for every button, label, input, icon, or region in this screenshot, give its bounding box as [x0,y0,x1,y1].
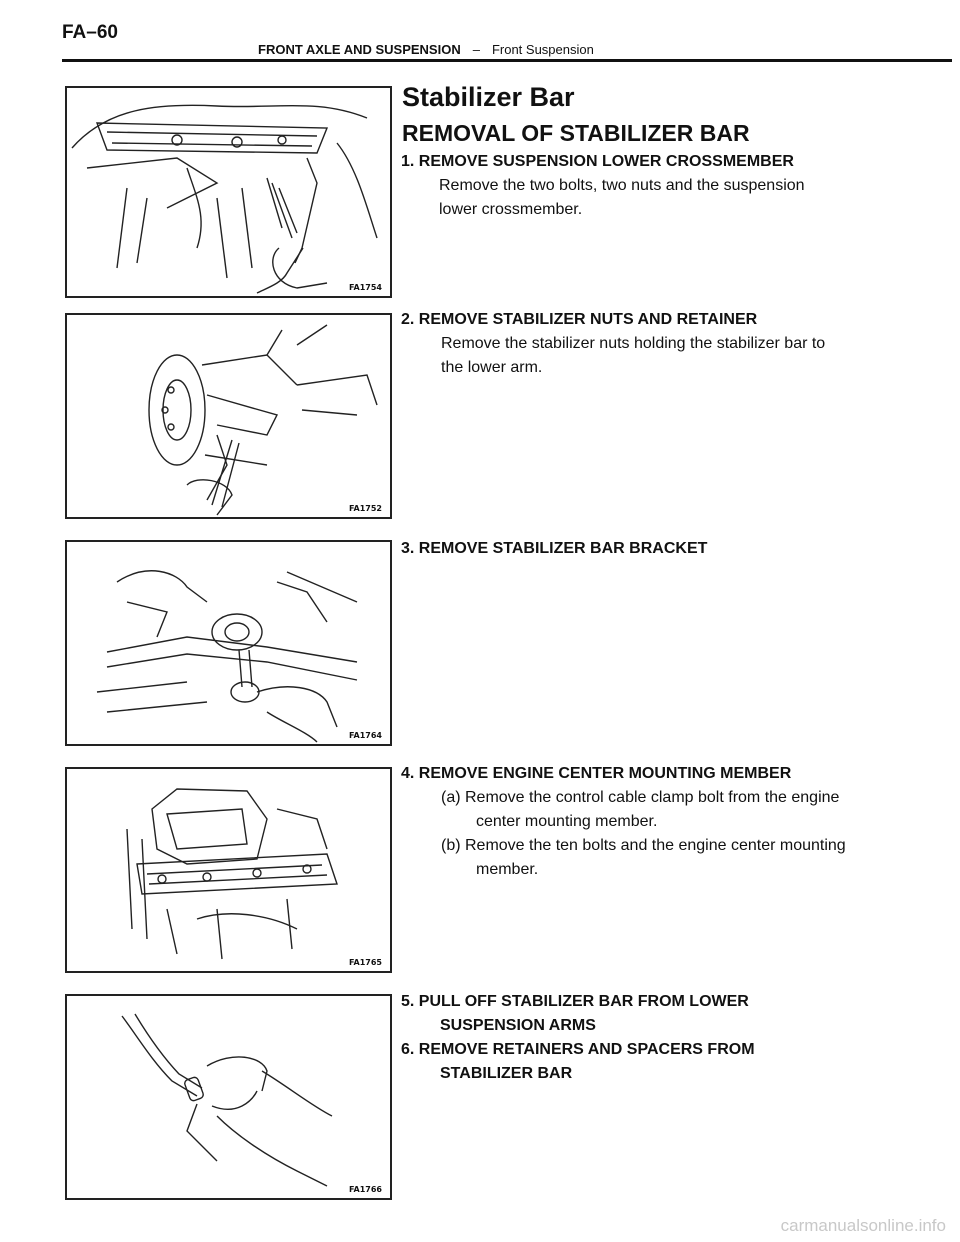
section-header: FRONT AXLE AND SUSPENSION–Front Suspensi… [258,42,594,57]
step-1-text-line-2: lower crossmember. [439,201,583,218]
figure-code: FA1754 [348,283,382,292]
step-2-text-line-2: the lower arm. [441,359,543,376]
step-2-text-line-1: Remove the stabilizer nuts holding the s… [441,335,826,352]
figure-bracket-removal: FA1764 [65,540,392,746]
step-6-heading-line-2: STABILIZER BAR [440,1065,573,1082]
figure-code: FA1766 [348,1185,382,1194]
step-4-heading: 4. REMOVE ENGINE CENTER MOUNTING MEMBER [401,765,792,782]
stabilizer-bar-illustration [121,1013,333,1187]
watermark: carmanualsonline.info [780,1216,946,1235]
section-subtitle: REMOVAL OF STABILIZER BAR [402,120,750,146]
header-rule [62,59,952,62]
step-2-heading: 2. REMOVE STABILIZER NUTS AND RETAINER [401,311,758,328]
step-6-heading-line-1: 6. REMOVE RETAINERS AND SPACERS FROM [401,1041,755,1058]
figure-stabilizer-nuts: FA1752 [65,313,392,519]
page-title: Stabilizer Bar [402,82,575,112]
step-4-substep-a-line-2: center mounting member. [476,813,658,830]
figure-code: FA1752 [348,504,382,513]
step-5-heading-line-2: SUSPENSION ARMS [440,1017,596,1034]
step-1-text-line-1: Remove the two bolts, two nuts and the s… [439,177,805,194]
stabilizer-nuts-illustration [148,324,378,516]
page-number: FA–60 [62,22,118,43]
figure-code: FA1765 [348,958,382,967]
step-4-substep-b-line-1: (b) Remove the ten bolts and the engine … [441,837,846,854]
figure-code: FA1764 [348,731,382,740]
mounting-member-illustration [126,788,338,960]
bracket-illustration [96,570,358,743]
step-3-heading: 3. REMOVE STABILIZER BAR BRACKET [401,540,708,557]
figure-engine-mounting-member: FA1765 [65,767,392,973]
step-5-heading-line-1: 5. PULL OFF STABILIZER BAR FROM LOWER [401,993,749,1010]
section-title: FRONT AXLE AND SUSPENSION [258,42,461,57]
step-4-substep-a-line-1: (a) Remove the control cable clamp bolt … [441,789,840,806]
header-separator: – [472,42,480,57]
step-1-heading: 1. REMOVE SUSPENSION LOWER CROSSMEMBER [401,153,794,170]
figure-crossmember-removal: FA1754 [65,86,392,298]
figure-stabilizer-bar-removal: FA1766 [65,994,392,1200]
crossmember-illustration [71,104,378,294]
step-4-substep-b-line-2: member. [476,861,539,878]
subsection-title: Front Suspension [491,42,594,57]
